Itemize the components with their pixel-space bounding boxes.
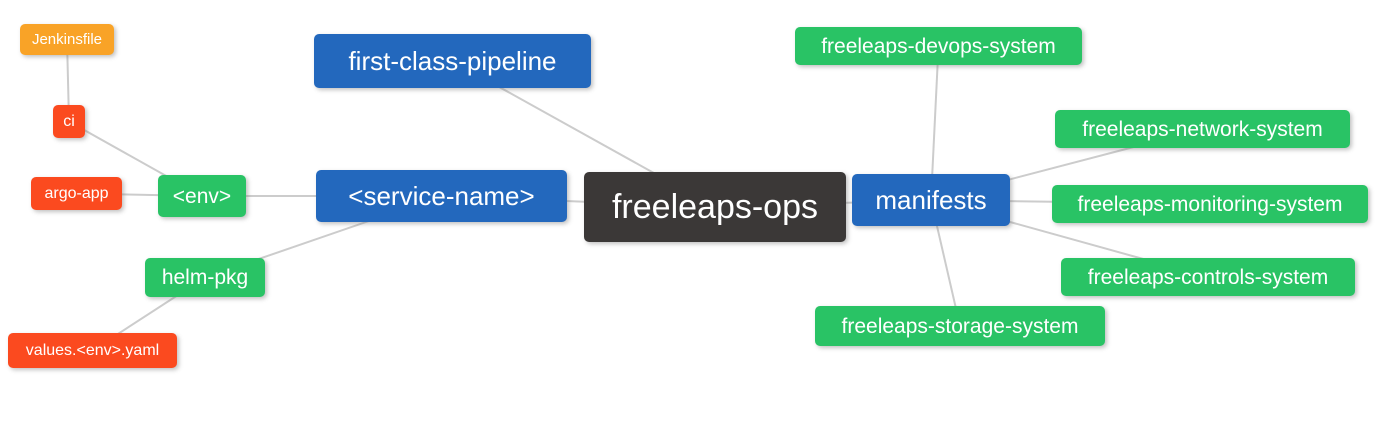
node-service-name[interactable]: <service-name>: [316, 170, 567, 222]
node-argo-app[interactable]: argo-app: [31, 177, 122, 210]
node-freeleaps-monitoring-system[interactable]: freeleaps-monitoring-system: [1052, 185, 1368, 223]
node-env[interactable]: <env>: [158, 175, 246, 217]
node-manifests[interactable]: manifests: [852, 174, 1010, 226]
node-freeleaps-devops-system[interactable]: freeleaps-devops-system: [795, 27, 1082, 65]
node-freeleaps-storage-system[interactable]: freeleaps-storage-system: [815, 306, 1105, 346]
node-first-class-pipeline[interactable]: first-class-pipeline: [314, 34, 591, 88]
node-values-env-yaml[interactable]: values.<env>.yaml: [8, 333, 177, 368]
node-freeleaps-controls-system[interactable]: freeleaps-controls-system: [1061, 258, 1355, 296]
node-jenkinsfile[interactable]: Jenkinsfile: [20, 24, 114, 55]
node-ci[interactable]: ci: [53, 105, 85, 138]
node-freeleaps-network-system[interactable]: freeleaps-network-system: [1055, 110, 1350, 148]
node-helm-pkg[interactable]: helm-pkg: [145, 258, 265, 297]
node-freeleaps-ops[interactable]: freeleaps-ops: [584, 172, 846, 242]
